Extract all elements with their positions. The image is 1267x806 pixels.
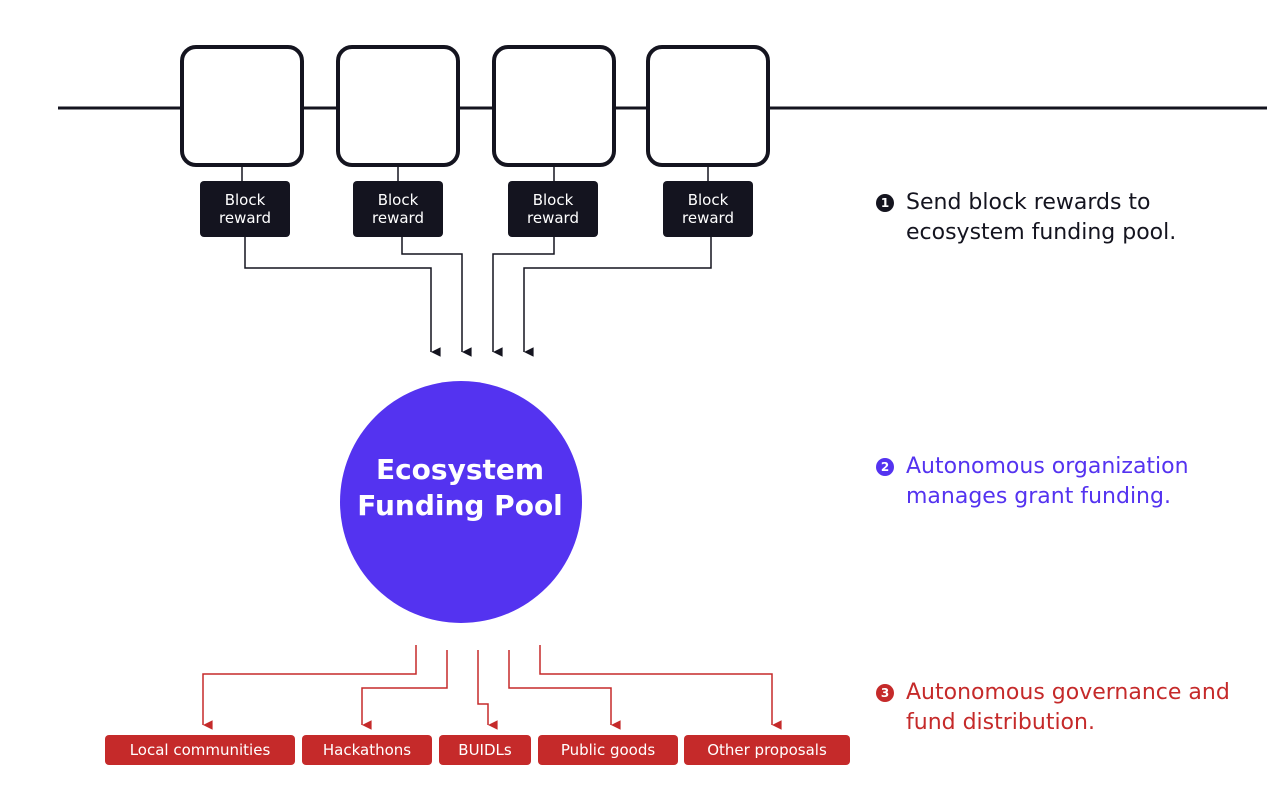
block-reward-label-4: Block reward bbox=[663, 181, 753, 237]
step-1: 1 Send block rewards to ecosystem fundin… bbox=[876, 188, 1256, 248]
target-other-proposals: Other proposals bbox=[684, 735, 850, 765]
target-buidls: BUIDLs bbox=[439, 735, 531, 765]
reward-arrow-3 bbox=[492, 237, 555, 357]
target-public-goods: Public goods bbox=[538, 735, 678, 765]
step-number-badge: 2 bbox=[876, 458, 894, 476]
step-text: Autonomous governance and fund distribut… bbox=[906, 680, 1230, 735]
block-4 bbox=[646, 45, 770, 167]
reward-arrow-4 bbox=[523, 237, 712, 357]
step-number-badge: 3 bbox=[876, 684, 894, 702]
reward-arrow-1 bbox=[244, 237, 441, 357]
target-hackathons: Hackathons bbox=[302, 735, 432, 765]
block-reward-label-3: Block reward bbox=[508, 181, 598, 237]
distribution-arrow-other-proposals bbox=[539, 645, 782, 730]
distribution-arrow-public-goods bbox=[508, 650, 621, 730]
distribution-arrow-local-communities bbox=[202, 645, 417, 730]
block-reward-label-line2: reward bbox=[372, 209, 424, 227]
step-3: 3 Autonomous governance and fund distrib… bbox=[876, 678, 1256, 738]
step-text: Autonomous organization manages grant fu… bbox=[906, 454, 1189, 509]
pool-label-line2: Funding Pool bbox=[357, 489, 563, 522]
distribution-arrow-hackathons bbox=[361, 650, 448, 730]
step-text: Send block rewards to ecosystem funding … bbox=[906, 190, 1177, 245]
block-reward-label-line1: Block bbox=[687, 191, 729, 209]
block-reward-label-2: Block reward bbox=[353, 181, 443, 237]
pool-label-line1: Ecosystem bbox=[375, 453, 545, 486]
reward-arrow-2 bbox=[401, 237, 472, 357]
block-2 bbox=[336, 45, 460, 167]
ecosystem-funding-pool-circle bbox=[340, 381, 582, 623]
ecosystem-funding-pool-label: Ecosystem Funding Pool bbox=[340, 452, 580, 524]
block-reward-label-line2: reward bbox=[527, 209, 579, 227]
block-chain bbox=[180, 45, 770, 167]
block-1 bbox=[180, 45, 304, 167]
block-reward-label-line1: Block bbox=[532, 191, 574, 209]
block-reward-label-line1: Block bbox=[224, 191, 266, 209]
block-reward-label-line2: reward bbox=[219, 209, 271, 227]
block-reward-label-line2: reward bbox=[682, 209, 734, 227]
target-local-communities: Local communities bbox=[105, 735, 295, 765]
distribution-arrow-buidls bbox=[477, 650, 498, 730]
block-reward-label-1: Block reward bbox=[200, 181, 290, 237]
block-3 bbox=[492, 45, 616, 167]
step-2: 2 Autonomous organization manages grant … bbox=[876, 452, 1256, 512]
step-number-badge: 1 bbox=[876, 194, 894, 212]
block-reward-label-line1: Block bbox=[377, 191, 419, 209]
